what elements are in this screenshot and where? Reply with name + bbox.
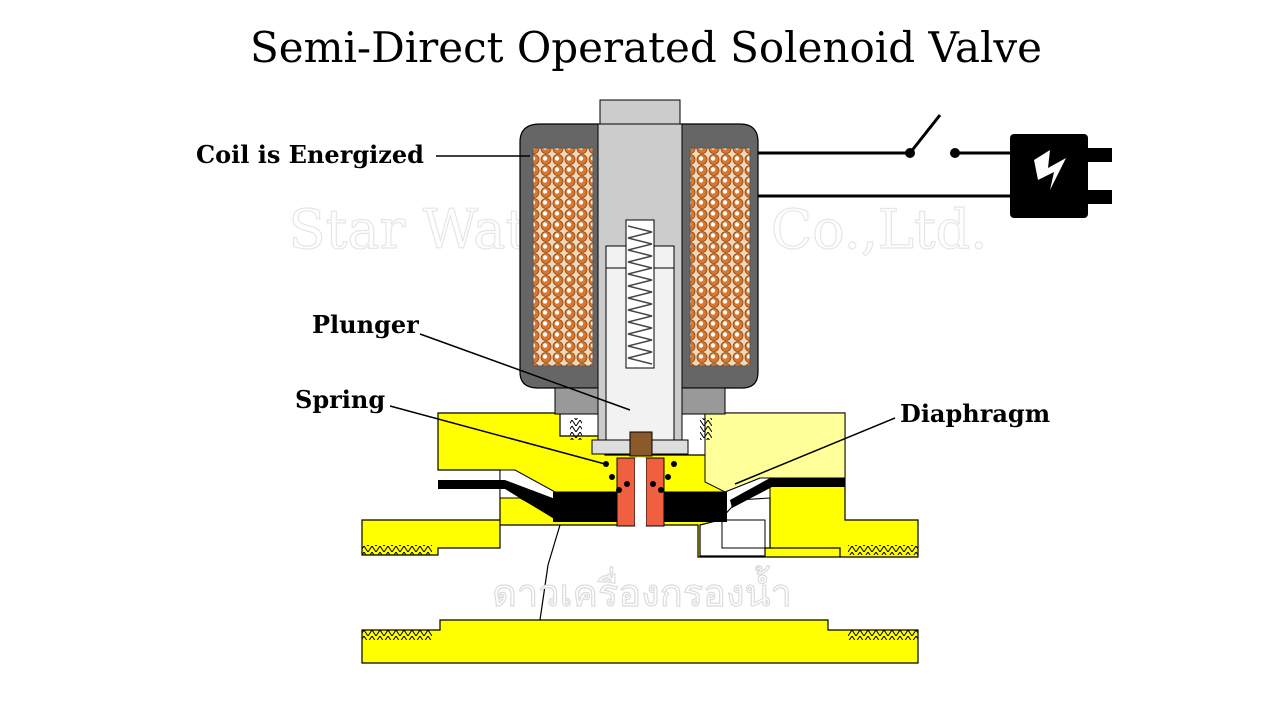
electrical-circuit xyxy=(758,114,1112,218)
plunger-spring xyxy=(627,225,653,365)
pilot-orifice xyxy=(616,457,665,527)
spring-label: Spring xyxy=(295,385,385,414)
coil-label: Coil is Energized xyxy=(196,140,424,169)
spring-callout: Spring xyxy=(295,385,606,465)
thai-watermark: ดาวเครื่องกรองน้ำ xyxy=(492,565,792,615)
switch-icon[interactable] xyxy=(905,114,960,158)
diaphragm-callout: Diaphragm xyxy=(734,399,1050,485)
page-title: Semi-Direct Operated Solenoid Valve xyxy=(250,23,1042,72)
power-plug-icon xyxy=(1010,134,1112,218)
coil-callout: Coil is Energized xyxy=(196,140,530,169)
plunger-callout: Plunger xyxy=(312,310,631,411)
plunger xyxy=(605,219,675,457)
plunger-label: Plunger xyxy=(312,310,419,339)
right-coil-winding xyxy=(689,147,751,367)
diaphragm-label: Diaphragm xyxy=(900,399,1050,428)
plunger-tip xyxy=(629,431,653,457)
left-coil-winding xyxy=(532,147,594,367)
